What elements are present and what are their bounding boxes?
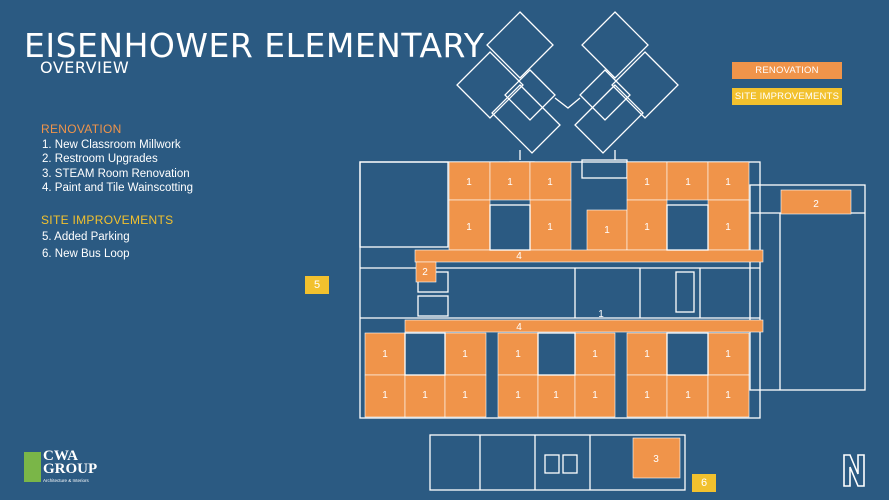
courtyard: [666, 332, 709, 376]
site-improvements-heading: SITE IMPROVEMENTS: [41, 213, 174, 227]
site-item: 6. New Bus Loop: [42, 248, 130, 260]
restroom-east: [780, 189, 852, 215]
millwork-label: 1: [547, 222, 553, 233]
legend-site-improvements: SITE IMPROVEMENTS: [732, 88, 842, 105]
wainscot-label: 4: [516, 322, 522, 333]
millwork-label: 1: [644, 222, 650, 233]
millwork-label: 1: [685, 390, 691, 401]
millwork-label: 1: [515, 390, 521, 401]
cwa-logo-mark: [24, 452, 41, 482]
millwork-label: 1: [553, 390, 559, 401]
restroom-label: 2: [813, 199, 819, 210]
restroom-label: 2: [422, 267, 428, 278]
cwa-logo-line2: GROUP: [43, 461, 98, 477]
steam-room: [632, 437, 681, 479]
renovation-heading: RENOVATION: [41, 122, 122, 136]
legend-renovation: RENOVATION: [732, 62, 842, 79]
north-wing-right: [574, 11, 679, 160]
millwork-label: 1: [382, 349, 388, 360]
millwork-label: 1: [507, 177, 513, 188]
courtyard: [489, 204, 531, 251]
corridor-north: [414, 249, 764, 263]
millwork-label: 1: [644, 349, 650, 360]
wainscot-label: 4: [516, 251, 522, 262]
renovation-areas-south: [364, 332, 750, 418]
renovation-item: 2. Restroom Upgrades: [42, 153, 158, 165]
south-wing: [429, 434, 686, 491]
millwork-label: 1: [644, 177, 650, 188]
site-item: 5. Added Parking: [42, 231, 130, 243]
renovation-areas-north: [448, 161, 750, 251]
millwork-label: 1: [604, 225, 610, 236]
millwork-label: 1: [462, 390, 468, 401]
millwork-label: 1: [515, 349, 521, 360]
page-title: EISENHOWER ELEMENTARY: [24, 26, 485, 65]
north-connector: [554, 97, 581, 109]
bus-loop-marker: 6: [692, 474, 716, 492]
cwa-logo-text: CWA GROUP: [43, 448, 98, 477]
courtyard: [537, 332, 576, 376]
steam-label: 3: [653, 454, 659, 465]
renovation-item: 3. STEAM Room Renovation: [42, 168, 190, 180]
millwork-label: 1: [725, 177, 731, 188]
courtyard: [666, 204, 709, 251]
millwork-label: 1: [644, 390, 650, 401]
cwa-logo-tagline: Architecture & Interiors: [43, 478, 89, 483]
millwork-label: 1: [462, 349, 468, 360]
millwork-label: 1: [466, 177, 472, 188]
courtyard: [404, 332, 446, 376]
restroom-west: [415, 261, 437, 283]
millwork-label: 1: [466, 222, 472, 233]
renovation-item: 1. New Classroom Millwork: [42, 139, 181, 151]
millwork-label: 1: [592, 390, 598, 401]
parking-marker: 5: [305, 276, 329, 294]
millwork-label: 1: [592, 349, 598, 360]
n-logo: [843, 454, 865, 487]
millwork-label: 1: [382, 390, 388, 401]
millwork-label: 1: [725, 390, 731, 401]
millwork-label: 1: [422, 390, 428, 401]
millwork-label: 1: [685, 177, 691, 188]
north-wing-left: [456, 11, 561, 160]
millwork-label: 1: [725, 349, 731, 360]
millwork-label: 1: [598, 309, 604, 320]
millwork-label: 1: [725, 222, 731, 233]
cwa-logo-line1: CWA: [43, 448, 79, 464]
page-subtitle: OVERVIEW: [40, 58, 130, 77]
renovation-item: 4. Paint and Tile Wainscotting: [42, 182, 194, 194]
millwork-label: 1: [547, 177, 553, 188]
corridor-south: [404, 319, 764, 333]
